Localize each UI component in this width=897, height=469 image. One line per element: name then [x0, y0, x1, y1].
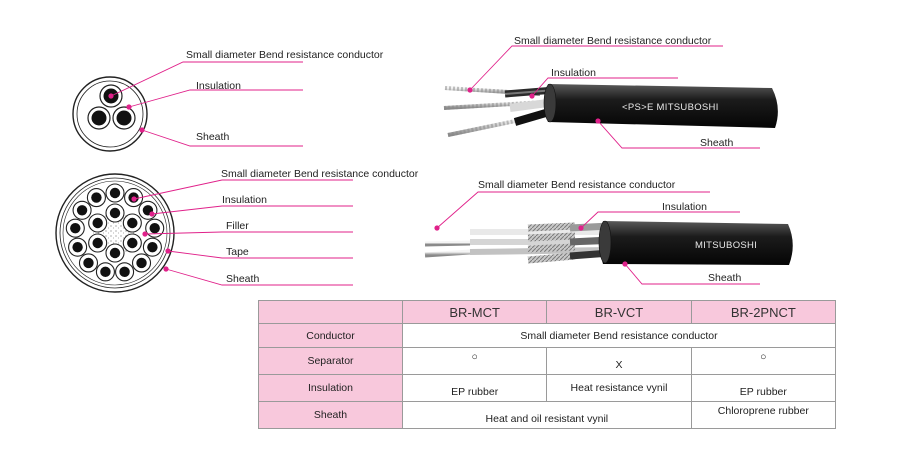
bottom-xsec-label-sheath: Sheath — [226, 273, 259, 285]
spec-table: BR-MCT BR-VCT BR-2PNCT Conductor Small d… — [258, 300, 837, 429]
table-row: Separator ○ X ○ — [258, 347, 837, 375]
cell-sheath-br-2pnct: Chloroprene rubber — [690, 401, 837, 429]
bottom-cable-print: MITSUBOSHI — [695, 240, 757, 251]
col-header-br-vct: BR-VCT — [546, 300, 692, 324]
cable-side-view-bottom: MITSUBOSHI — [424, 191, 793, 285]
cell-sheath-merged: Heat and oil resistant vynil — [402, 401, 692, 429]
bottom-xsec-label-tape: Tape — [226, 246, 249, 258]
cell-separator-br-vct: X — [546, 347, 692, 375]
top-cable-label-sheath: Sheath — [700, 137, 733, 149]
multicore-conductors — [65, 183, 165, 282]
bottom-cable-label-conductor: Small diameter Bend resistance conductor — [478, 179, 676, 191]
bottom-cable-label-sheath: Sheath — [708, 272, 741, 284]
col-header-br-mct: BR-MCT — [401, 300, 548, 324]
cell-insulation-br-2pnct: EP rubber — [690, 374, 837, 402]
bottom-xsec-label-insulation: Insulation — [222, 194, 267, 206]
table-row: Sheath Heat and oil resistant vynil Chlo… — [258, 401, 837, 429]
cell-conductor: Small diameter Bend resistance conductor — [402, 323, 836, 348]
row-label-sheath: Sheath — [258, 401, 403, 429]
table-row: Conductor Small diameter Bend resistance… — [258, 323, 836, 348]
table-row: Insulation EP rubber Heat resistance vyn… — [258, 374, 837, 402]
cell-separator-br-2pnct: ○ — [690, 347, 837, 375]
bottom-xsec-label-conductor: Small diameter Bend resistance conductor — [221, 168, 419, 180]
top-cable-label-conductor: Small diameter Bend resistance conductor — [514, 35, 712, 47]
top-xsec-label-insulation: Insulation — [196, 80, 241, 92]
top-xsec-label-conductor: Small diameter Bend resistance conductor — [186, 49, 384, 61]
outer-core-ring — [65, 183, 165, 282]
cell-separator-br-mct: ○ — [401, 347, 548, 375]
cable-side-view-top: <PS>E MITSUBOSHI — [443, 45, 778, 149]
cable-diagrams: Small diameter Bend resistance conductor… — [55, 35, 793, 293]
row-label-conductor: Conductor — [258, 323, 403, 348]
col-header-br-2pnct: BR-2PNCT — [690, 300, 837, 324]
bottom-cable-label-insulation: Insulation — [662, 201, 707, 213]
top-xsec-label-sheath: Sheath — [196, 131, 229, 143]
inner-core-ring — [88, 203, 142, 263]
cross-section-multicore — [55, 173, 353, 293]
cross-section-3core — [72, 61, 303, 152]
top-cable-print: <PS>E MITSUBOSHI — [622, 102, 719, 113]
cell-insulation-br-vct: Heat resistance vynil — [546, 374, 692, 402]
row-label-insulation: Insulation — [258, 374, 403, 402]
top-cable-label-insulation: Insulation — [551, 67, 596, 79]
bottom-xsec-label-filler: Filler — [226, 220, 249, 232]
table-corner — [258, 300, 403, 324]
row-label-separator: Separator — [258, 347, 403, 375]
cell-insulation-br-mct: EP rubber — [401, 374, 548, 402]
table-header-row: BR-MCT BR-VCT BR-2PNCT — [258, 300, 837, 324]
